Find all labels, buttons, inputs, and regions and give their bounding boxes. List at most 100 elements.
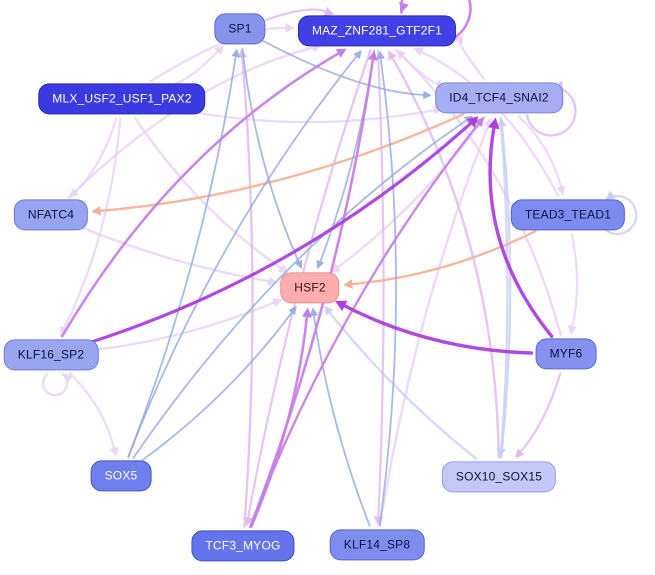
edge-line[interactable]: [132, 119, 468, 459]
edge-line[interactable]: [62, 117, 122, 330]
arrowhead: [605, 190, 616, 200]
edge-SOX10_SOX15-HSF2[interactable]: [324, 305, 478, 461]
node-MAZ_ZNF281_GTF2F1[interactable]: MAZ_ZNF281_GTF2F1: [297, 15, 457, 47]
arrowhead: [323, 6, 335, 16]
edge-SOX5-SP1[interactable]: [127, 48, 240, 458]
edge-line[interactable]: [519, 372, 562, 454]
edge-SOX5-MAZ_ZNF281_GTF2F1[interactable]: [127, 50, 362, 458]
edge-TEAD3_TEAD1-MAZ_ZNF281_GTF2F1[interactable]: [413, 47, 560, 197]
node-label: ID4_TCF4_SNAI2: [449, 90, 549, 105]
edge-line[interactable]: [312, 313, 371, 527]
edge-line[interactable]: [241, 55, 254, 528]
selfloop-MAZ_ZNF281_GTF2F1[interactable]: [399, 0, 472, 41]
edge-line[interactable]: [394, 48, 440, 86]
edge-line[interactable]: [499, 116, 509, 451]
edge-KLF16_SP2-MAZ_ZNF281_GTF2F1[interactable]: [60, 48, 347, 338]
edge-KLF14_SP8-MAZ_ZNF281_GTF2F1[interactable]: [376, 50, 397, 527]
edge-KLF16_SP2-SOX5[interactable]: [68, 371, 119, 457]
arrowhead: [335, 48, 347, 58]
edge-line[interactable]: [376, 49, 385, 519]
edge-line[interactable]: [173, 49, 220, 85]
node-TCF3_MYOG[interactable]: TCF3_MYOG: [191, 530, 295, 562]
edge-line[interactable]: [241, 47, 300, 264]
edge-NFATC4-MAZ_ZNF281_GTF2F1[interactable]: [67, 42, 323, 199]
edge-MLX_USF2_USF1_PAX2-NFATC4[interactable]: [69, 117, 118, 198]
edge-line[interactable]: [98, 113, 465, 213]
edge-line[interactable]: [88, 121, 473, 345]
edge-MAZ_ZNF281_GTF2F1-ID4_TCF4_SNAI2[interactable]: [394, 48, 447, 89]
edge-SOX10_SOX15-ID4_TCF4_SNAI2[interactable]: [497, 117, 512, 459]
edge-line[interactable]: [391, 56, 500, 459]
edge-MYF6-HSF2[interactable]: [335, 300, 534, 355]
arrowhead: [324, 305, 334, 316]
node-NFATC4[interactable]: NFATC4: [13, 199, 89, 231]
edge-line[interactable]: [80, 226, 271, 283]
edge-line[interactable]: [517, 115, 563, 189]
node-label: SOX5: [104, 468, 138, 483]
edge-line[interactable]: [127, 54, 237, 458]
edge-line[interactable]: [350, 230, 537, 286]
edge-line[interactable]: [336, 115, 487, 269]
edge-line[interactable]: [249, 314, 309, 529]
node-KLF14_SP8[interactable]: KLF14_SP8: [329, 529, 425, 561]
edge-ID4_TCF4_SNAI2-TEAD3_TEAD1[interactable]: [517, 115, 566, 196]
edge-line[interactable]: [41, 372, 69, 397]
edge-SOX5-HSF2[interactable]: [141, 305, 297, 462]
edge-line[interactable]: [98, 301, 277, 351]
node-KLF16_SP2[interactable]: KLF16_SP2: [3, 339, 99, 371]
edge-line[interactable]: [262, 40, 426, 96]
edge-line[interactable]: [604, 194, 638, 236]
arrowhead: [423, 90, 432, 100]
edge-line[interactable]: [500, 124, 512, 459]
edge-line[interactable]: [73, 117, 118, 194]
edge-TEAD3_TEAD1-HSF2[interactable]: [343, 230, 537, 289]
edge-MLX_USF2_USF1_PAX2-SP1[interactable]: [173, 45, 224, 85]
edge-ID4_TCF4_SNAI2-NFATC4[interactable]: [91, 113, 465, 216]
node-SOX5[interactable]: SOX5: [90, 460, 152, 492]
edge-SP1-HSF2[interactable]: [241, 47, 303, 270]
arrowhead: [109, 446, 119, 457]
edge-line[interactable]: [458, 37, 486, 81]
edge-line[interactable]: [400, 54, 562, 336]
edge-line[interactable]: [60, 51, 341, 338]
edge-line[interactable]: [328, 310, 478, 461]
edge-SP1-ID4_TCF4_SNAI2[interactable]: [262, 40, 432, 100]
node-SOX10_SOX15[interactable]: SOX10_SOX15: [441, 461, 557, 493]
edge-MAZ_ZNF281_GTF2F1-KLF14_SP8[interactable]: [373, 49, 385, 526]
node-ID4_TCF4_SNAI2[interactable]: ID4_TCF4_SNAI2: [435, 82, 563, 114]
edge-ID4_TCF4_SNAI2-MAZ_ZNF281_GTF2F1[interactable]: [453, 34, 486, 81]
edge-KLF14_SP8-HSF2[interactable]: [309, 307, 371, 527]
node-TEAD3_TEAD1[interactable]: TEAD3_TEAD1: [510, 199, 626, 231]
edge-MYF6-SOX10_SOX15[interactable]: [515, 372, 562, 459]
node-label: SOX10_SOX15: [455, 469, 543, 484]
node-MLX_USF2_USF1_PAX2[interactable]: MLX_USF2_USF1_PAX2: [38, 83, 206, 115]
node-SP1[interactable]: SP1: [214, 13, 266, 45]
edge-line[interactable]: [378, 123, 490, 527]
edge-SP1-MAZ_ZNF281_GTF2F1[interactable]: [264, 6, 335, 22]
edge-KLF16_SP2-ID4_TCF4_SNAI2[interactable]: [88, 116, 479, 345]
edge-TCF3_MYOG-ID4_TCF4_SNAI2[interactable]: [249, 116, 484, 528]
edge-line[interactable]: [378, 56, 397, 527]
edge-line[interactable]: [187, 109, 436, 124]
edge-SOX10_SOX15-MAZ_ZNF281_GTF2F1[interactable]: [388, 50, 500, 459]
edge-line[interactable]: [68, 371, 116, 450]
arrowhead: [294, 259, 303, 270]
edge-line[interactable]: [525, 85, 577, 137]
edge-line[interactable]: [570, 233, 579, 328]
edge-line[interactable]: [127, 54, 358, 458]
selfloop-KLF16_SP2[interactable]: [41, 372, 74, 397]
node-HSF2[interactable]: HSF2: [280, 272, 340, 304]
selfloop-TEAD3_TEAD1[interactable]: [604, 190, 638, 236]
edge-line[interactable]: [488, 125, 554, 338]
edge-line[interactable]: [264, 8, 328, 22]
edge-line[interactable]: [133, 116, 283, 270]
edge-MYF6-ID4_TCF4_SNAI2[interactable]: [488, 117, 554, 338]
edge-TCF3_MYOG-HSF2[interactable]: [249, 307, 312, 529]
edge-ID4_TCF4_SNAI2-HSF2[interactable]: [330, 115, 487, 273]
edge-TEAD3_TEAD1-MYF6[interactable]: [568, 233, 579, 335]
edge-line[interactable]: [141, 310, 294, 462]
edge-line[interactable]: [399, 0, 472, 41]
edge-line[interactable]: [249, 122, 480, 528]
edge-line[interactable]: [342, 303, 534, 355]
node-MYF6[interactable]: MYF6: [535, 338, 597, 370]
